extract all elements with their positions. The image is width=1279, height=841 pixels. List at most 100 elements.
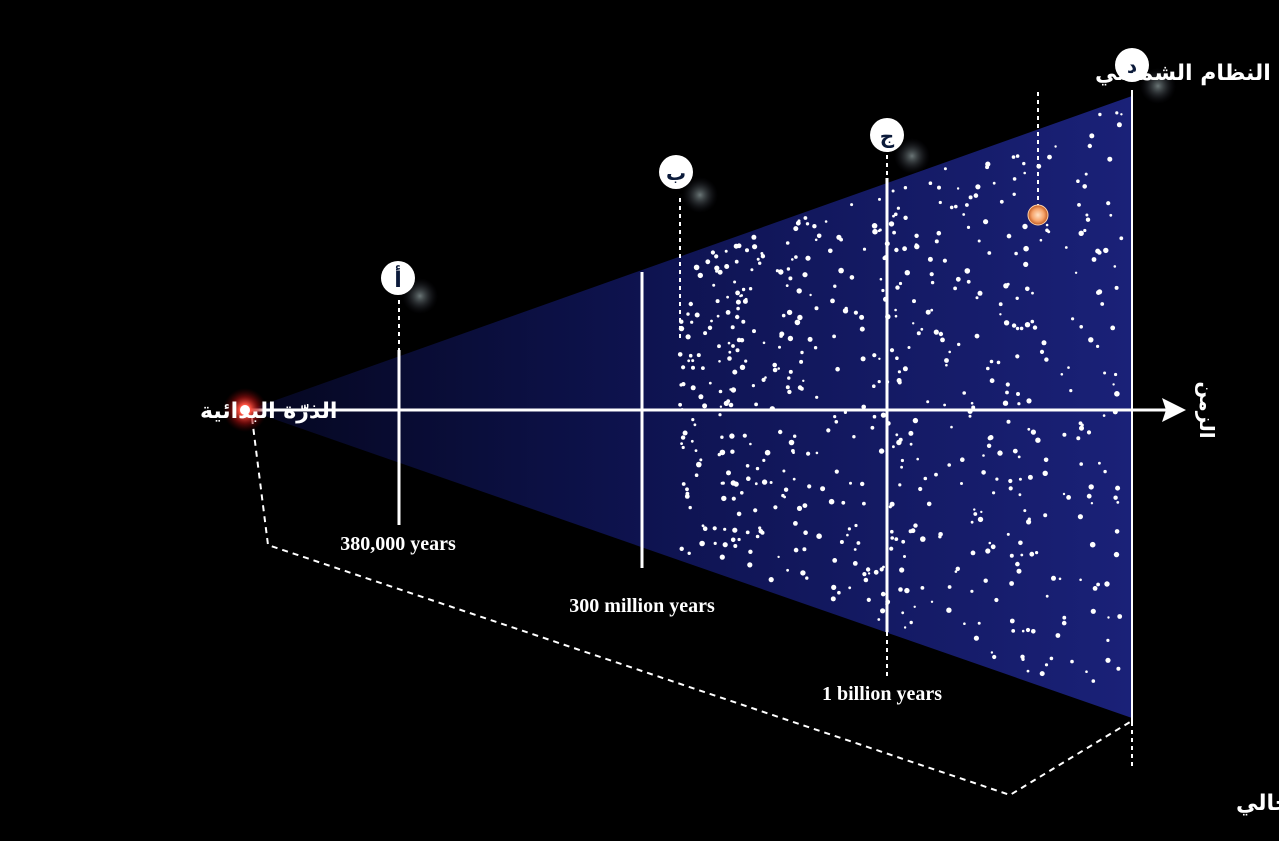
star <box>802 547 807 552</box>
star <box>742 298 748 304</box>
star <box>955 566 960 571</box>
star <box>929 272 934 277</box>
badge-d: د <box>1115 48 1176 104</box>
star <box>777 555 780 559</box>
star <box>1098 112 1102 117</box>
star <box>882 565 885 569</box>
star <box>688 301 693 307</box>
star <box>791 258 794 261</box>
star <box>1012 448 1018 454</box>
star <box>751 234 757 240</box>
star <box>735 314 740 320</box>
star <box>839 237 843 242</box>
star <box>1085 670 1088 673</box>
expansion-cone <box>248 96 1132 718</box>
star <box>960 482 963 485</box>
star <box>735 348 740 353</box>
star <box>679 546 684 551</box>
star <box>713 541 717 546</box>
star <box>1045 223 1049 227</box>
star <box>1006 532 1010 536</box>
star <box>736 511 742 517</box>
star <box>697 272 703 279</box>
star <box>813 346 818 350</box>
star <box>944 358 949 363</box>
star <box>745 248 749 253</box>
star <box>1030 429 1036 435</box>
star <box>681 445 685 450</box>
star <box>1045 594 1049 598</box>
star <box>878 357 881 360</box>
star <box>1023 171 1026 175</box>
star <box>750 268 754 272</box>
star <box>983 219 989 225</box>
star <box>816 233 822 239</box>
star <box>980 510 983 514</box>
star <box>708 381 712 385</box>
star <box>724 249 728 253</box>
star <box>977 239 981 243</box>
star <box>846 533 849 537</box>
star <box>843 410 848 414</box>
star <box>850 203 854 207</box>
star <box>949 205 954 210</box>
star <box>834 469 839 474</box>
star <box>940 337 945 343</box>
star <box>792 451 795 454</box>
star <box>900 465 903 469</box>
star <box>1088 337 1094 343</box>
star <box>1104 581 1110 587</box>
star <box>1032 325 1038 330</box>
star <box>1051 575 1056 581</box>
star <box>988 541 992 545</box>
star <box>796 505 803 511</box>
star <box>1091 679 1096 683</box>
star <box>815 451 819 455</box>
star <box>778 269 784 275</box>
star <box>878 448 885 454</box>
star <box>1116 666 1121 671</box>
star <box>1015 296 1019 300</box>
star <box>897 380 902 385</box>
star <box>867 572 871 575</box>
star <box>1114 529 1120 534</box>
star <box>764 449 771 456</box>
star <box>805 222 810 226</box>
star <box>1009 618 1015 624</box>
star <box>1029 551 1035 557</box>
solar-system-dot <box>1027 204 1049 226</box>
star <box>699 458 703 462</box>
star <box>1022 161 1026 166</box>
star <box>990 544 996 550</box>
star <box>937 185 941 190</box>
star <box>992 654 997 660</box>
star <box>1042 470 1048 476</box>
star <box>865 567 871 572</box>
star <box>1027 474 1033 480</box>
star <box>892 214 895 218</box>
star <box>687 359 691 363</box>
star <box>926 501 932 507</box>
star <box>992 491 996 495</box>
star <box>953 286 957 291</box>
star <box>954 204 958 209</box>
star <box>909 442 913 446</box>
star <box>903 626 907 629</box>
star <box>1083 228 1087 233</box>
star <box>1106 638 1110 643</box>
star <box>877 618 881 621</box>
star <box>1021 629 1025 633</box>
star <box>685 487 689 492</box>
star <box>688 505 692 510</box>
time-axis-label: الزمن <box>1195 381 1219 438</box>
star <box>681 365 686 370</box>
star <box>1018 493 1022 497</box>
star <box>710 250 716 255</box>
star <box>1023 261 1029 267</box>
star <box>731 344 735 348</box>
star <box>723 400 729 406</box>
star <box>987 251 992 255</box>
star <box>1043 513 1048 518</box>
star <box>1044 357 1049 362</box>
